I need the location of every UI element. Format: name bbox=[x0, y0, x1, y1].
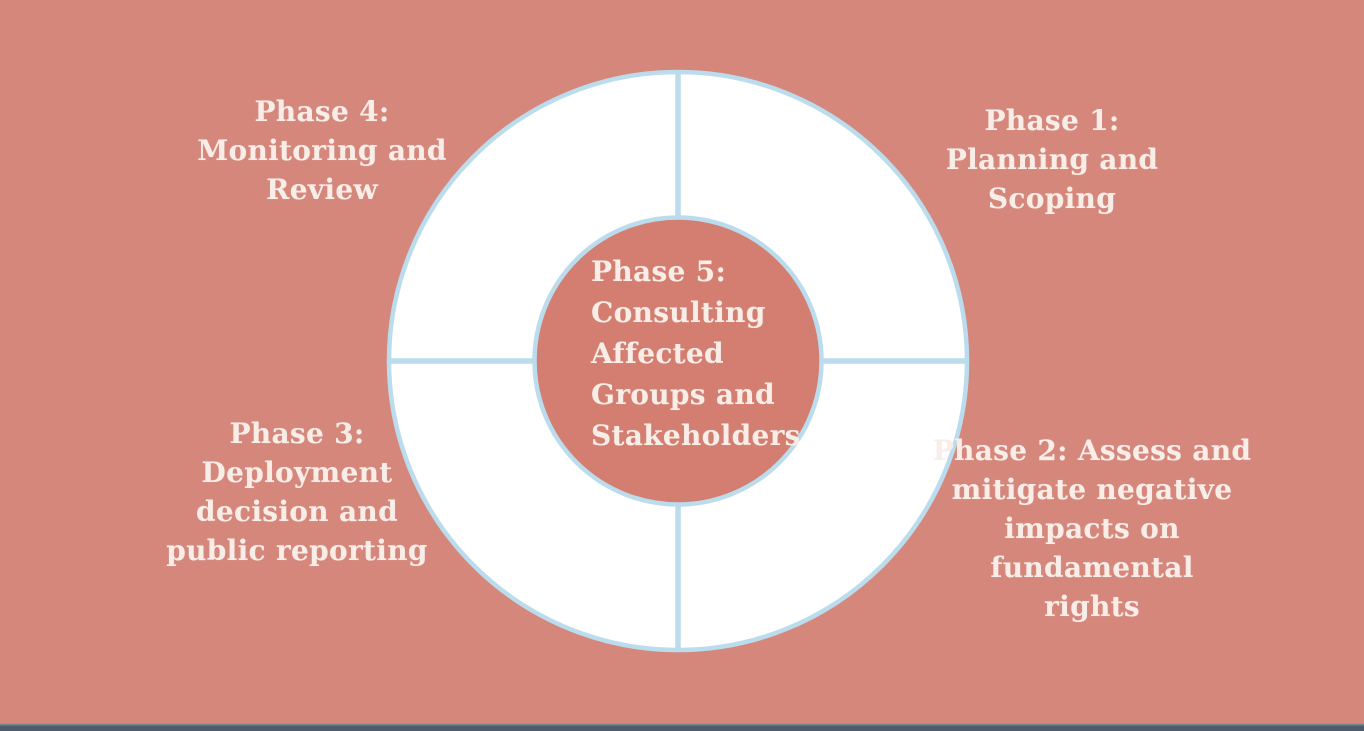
phase-4-line-2: Monitoring and bbox=[197, 134, 447, 167]
phase-3-line-4: public reporting bbox=[166, 534, 428, 567]
phase-4-line-3: Review bbox=[266, 173, 378, 206]
phase-3-line-3: decision and bbox=[196, 495, 398, 528]
phase-2-line-5: rights bbox=[1044, 590, 1140, 623]
phase-2-label: Phase 2: Assess and mitigate negative im… bbox=[882, 431, 1302, 626]
phase-1-line-1: Phase 1: bbox=[984, 104, 1120, 137]
phase-5-line-5: Stakeholders bbox=[591, 419, 801, 452]
phase-4-line-1: Phase 4: bbox=[254, 95, 390, 128]
phase-3-line-1: Phase 3: bbox=[229, 417, 365, 450]
phase-2-line-4: fundamental bbox=[990, 551, 1194, 584]
phase-3-line-2: Deployment bbox=[201, 456, 393, 489]
phase-1-line-2: Planning and bbox=[945, 143, 1159, 176]
phase-5-center-label: Phase 5: Consulting Affected Groups and … bbox=[591, 251, 851, 456]
phase-1-line-3: Scoping bbox=[987, 182, 1117, 215]
phase-5-line-2: Consulting bbox=[591, 296, 766, 329]
center-circle bbox=[532, 215, 824, 507]
phase-2-line-2: mitigate negative bbox=[951, 473, 1233, 506]
phase-5-line-3: Affected bbox=[591, 337, 724, 370]
phase-5-line-4: Groups and bbox=[591, 378, 775, 411]
phase-4-label: Phase 4: Monitoring and Review bbox=[112, 92, 532, 209]
phase-3-label: Phase 3: Deployment decision and public … bbox=[87, 414, 507, 570]
phase-1-label: Phase 1: Planning and Scoping bbox=[842, 101, 1262, 218]
phase-2-line-1: Phase 2: Assess and bbox=[932, 434, 1252, 467]
phase-5-line-1: Phase 5: bbox=[591, 255, 727, 288]
bottom-edge-bar bbox=[0, 723, 1364, 731]
phase-2-line-3: impacts on bbox=[1004, 512, 1180, 545]
